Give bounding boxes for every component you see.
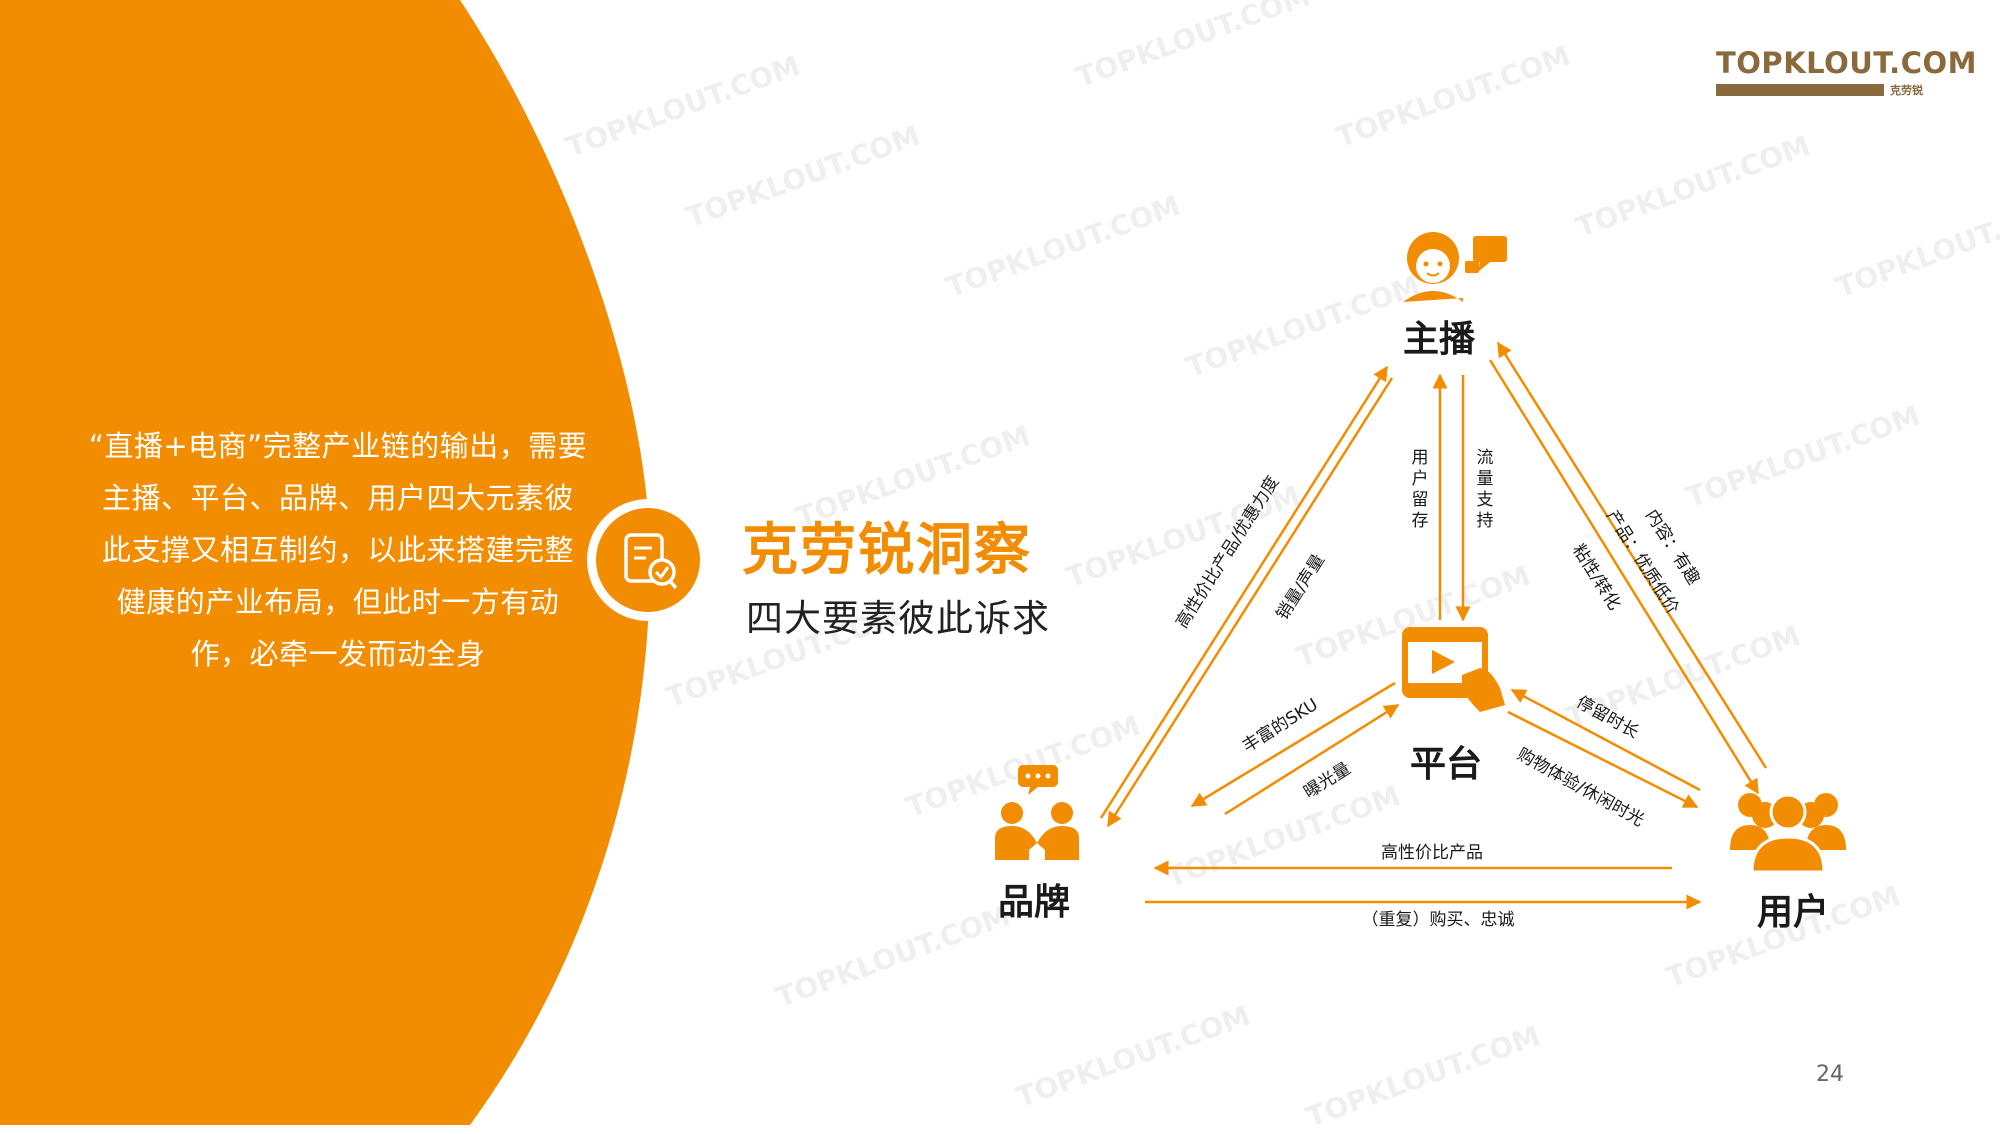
edge-label-brand-to-user: （重复）购买、忠诚	[1362, 910, 1515, 930]
edge-label-user-to-brand: 高性价比产品	[1381, 843, 1483, 863]
edge-label-brand-to-anchor: 高性价比产品/优惠力度	[1172, 473, 1283, 632]
arrow-brand-to-platform	[1224, 703, 1400, 816]
node-label-user: 用户	[1757, 892, 1830, 933]
edge-label-user-to-anchor: 粘性/转化	[1568, 541, 1624, 614]
edge-label-anchor-to-brand: 销量/声量	[1273, 551, 1329, 624]
insight-title: 克劳锐洞察	[742, 518, 1032, 583]
video-play-with-hand-icon	[1402, 627, 1505, 712]
arrow-brand-to-anchor	[1099, 365, 1389, 819]
arrow-anchor-to-user	[1488, 359, 1760, 795]
insight-badge	[596, 508, 700, 612]
arrow-user-to-anchor	[1496, 341, 1768, 769]
intro-paragraph: “直播+电商”完整产业链的输出，需要主播、平台、品牌、用户四大元素彼此支撑又相互…	[88, 429, 588, 671]
node-label-brand: 品牌	[998, 882, 1071, 923]
arrow-platform-to-user	[1507, 710, 1699, 809]
node-label-platform: 平台	[1410, 744, 1483, 785]
edge-label-platform-to-user: 购物体验/休闲时光	[1514, 745, 1648, 831]
edge-label-platform-to-anchor: 用户留存	[1412, 448, 1429, 531]
edge-label-anchor-to-platform: 流量支持	[1477, 448, 1494, 531]
edge-label-user-to-platform: 停留时长	[1573, 692, 1642, 742]
brand-name-cn: 克劳锐	[1890, 84, 1923, 97]
streamer-with-speech-bubble-icon	[1403, 232, 1507, 302]
handshake-people-icon	[995, 765, 1079, 860]
insight-subtitle: 四大要素彼此诉求	[746, 597, 1050, 640]
edge-label-brand-to-platform: 曝光量	[1300, 759, 1354, 803]
orange-half-circle-background	[0, 0, 650, 1125]
user-group-icon	[1730, 793, 1846, 874]
arrow-anchor-to-brand	[1106, 377, 1394, 828]
document-check-icon	[624, 533, 678, 590]
node-label-anchor: 主播	[1403, 319, 1476, 360]
brand-tagline-bar	[1716, 84, 1884, 96]
page-number: 24	[1816, 1062, 1844, 1087]
arrow-user-to-platform	[1510, 688, 1701, 792]
edge-label-platform-to-brand: 丰富的SKU	[1239, 695, 1322, 757]
brand-tagline: 克劳锐	[1716, 82, 1932, 98]
arrow-platform-to-brand	[1190, 681, 1396, 808]
